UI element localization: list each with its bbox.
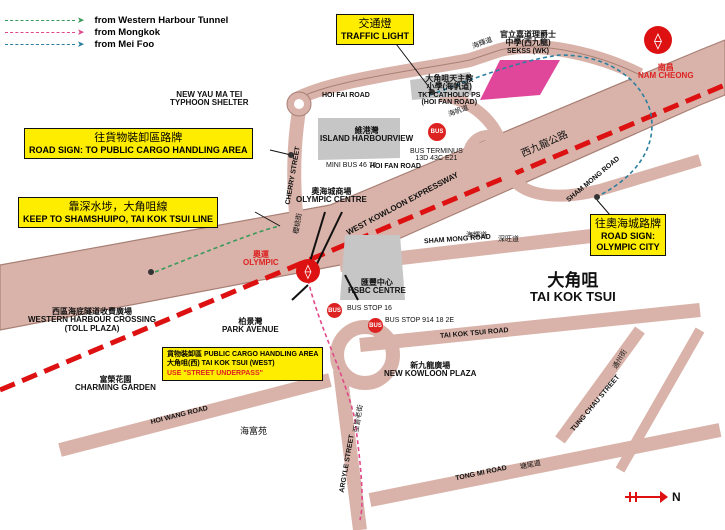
minibus-label: MINI BUS 46 70 <box>326 162 377 169</box>
marker-keep <box>148 269 154 275</box>
hoi-fai-zh-mid-label: 海輝道 <box>466 231 487 239</box>
bus-stop-914-icon: BUS <box>368 318 383 333</box>
west-kowloon-expressway <box>0 39 725 331</box>
sekss-label: 官立嘉道理爵士中學(西九龍)SEKSS (WK) <box>500 30 556 55</box>
marker-traffic <box>429 89 435 95</box>
hoi-fai-mansion-label: 海富苑 <box>240 427 268 437</box>
tong-mi-road <box>368 423 722 507</box>
legend-western: from Western Harbour Tunnel <box>94 14 229 26</box>
svg-text:⟠: ⟠ <box>654 31 662 50</box>
route-mei-foo <box>429 54 653 196</box>
tung-chau-street <box>555 326 645 444</box>
legend-meifoo: from Mei Foo <box>94 38 155 50</box>
hsbc-centre-block <box>340 235 405 300</box>
legend-mongkok: from Mongkok <box>94 26 160 38</box>
argyle-street <box>333 369 367 530</box>
hoi-wang-road <box>58 373 332 457</box>
roundabout-south <box>330 320 400 390</box>
pointer-traffic <box>389 35 433 92</box>
tkt-catholic-label: 大角咀天主教小學(海帆道)TKT CATHOLIC PS(HOI FAN ROA… <box>418 74 481 107</box>
tkt-catholic-block <box>410 72 472 100</box>
hoi-fai-road-edge <box>294 46 641 101</box>
marker-olympic-city <box>594 194 600 200</box>
roundabout-hoi-fai-centre <box>294 99 304 109</box>
route-mongkok <box>307 279 363 521</box>
tung-chau-street-2 <box>615 327 705 473</box>
cherry-street <box>287 103 307 256</box>
walkway-4 <box>344 274 359 301</box>
bus-stop-16-icon: BUS <box>327 303 342 318</box>
mtr-nam-cheong-icon <box>644 26 672 54</box>
walkway-3 <box>314 211 343 269</box>
pointer-keep <box>254 211 281 227</box>
mtr-olympic-icon <box>296 259 320 283</box>
bus-stop-914-label: BUS STOP 914 18 2E <box>385 317 455 324</box>
walkway-2 <box>291 284 309 301</box>
svg-text:⟠: ⟠ <box>305 264 312 280</box>
marker-cargo <box>288 152 294 158</box>
bus-stop-16-label: BUS STOP 16 <box>347 305 392 312</box>
hoi-fan-road-label: HOI FAN ROAD <box>370 163 421 170</box>
sham-mong-zh-label: 深旺道 <box>498 235 519 243</box>
island-harbourview-block <box>318 118 400 160</box>
legend: ➤from Western Harbour Tunnel ➤from Mongk… <box>5 14 228 50</box>
sekss-block <box>480 60 560 100</box>
north-label: N <box>672 490 681 504</box>
pointer-cargo <box>269 149 292 156</box>
tai-kok-tsui-road <box>359 303 701 352</box>
bus-terminus-icon: BUS <box>428 123 446 141</box>
pointer-olympic-city <box>596 199 611 216</box>
interchange-loop <box>463 130 513 180</box>
hoi-fai-road-label: HOI FAI ROAD <box>322 92 370 99</box>
walkway-1 <box>307 211 326 269</box>
